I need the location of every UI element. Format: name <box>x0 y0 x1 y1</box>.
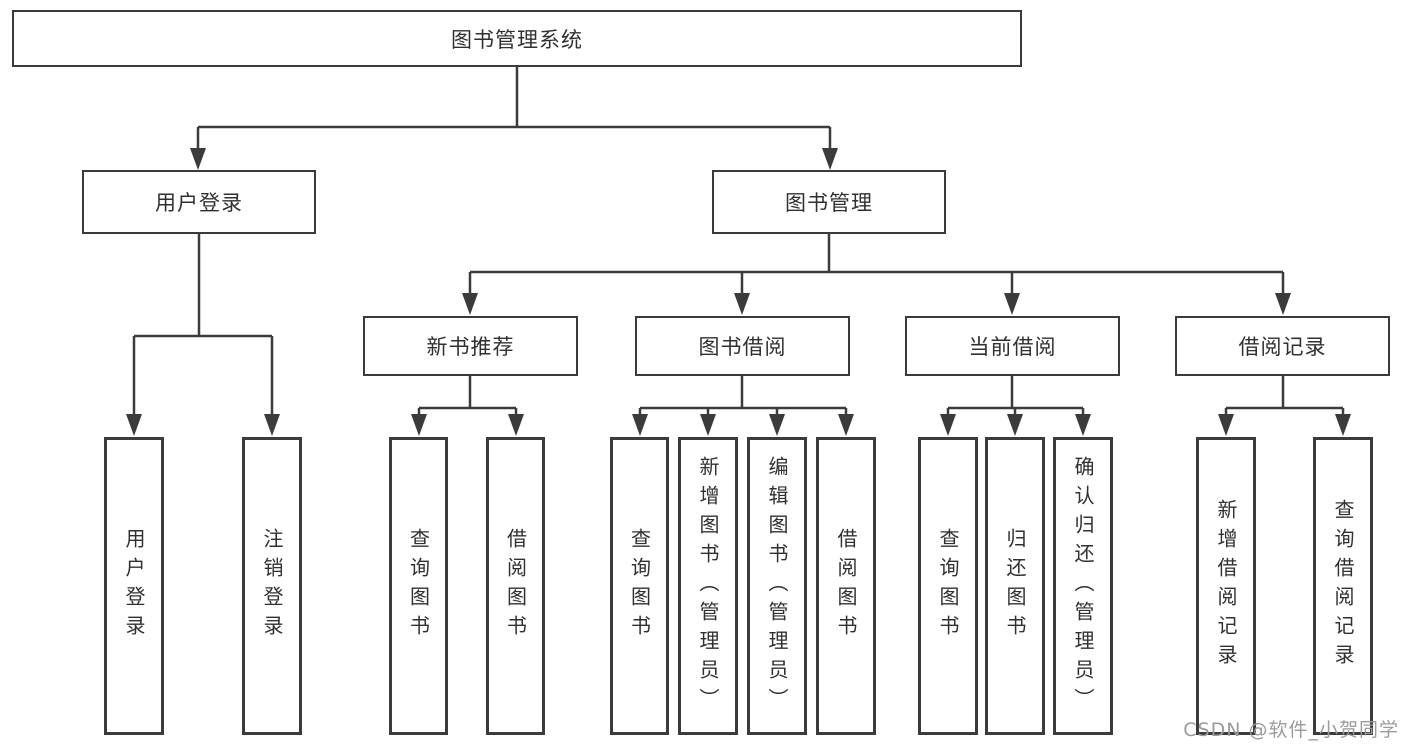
node-library-system: 图书管理系统 <box>12 10 1022 67</box>
leaf-borrow-books-recommend: 借阅图书 <box>486 437 545 735</box>
leaf-user-login: 用户登录 <box>104 437 164 735</box>
leaf-query-books-borrow: 查询图书 <box>610 437 669 735</box>
node-new-book-recommend: 新书推荐 <box>363 316 578 376</box>
leaf-label: 用户登录 <box>122 528 146 644</box>
leaf-label: 查询图书 <box>936 528 960 644</box>
leaf-label: 借阅图书 <box>503 528 528 644</box>
node-label: 用户登录 <box>155 191 243 215</box>
node-book-management: 图书管理 <box>712 170 946 234</box>
leaf-query-books-current: 查询图书 <box>918 437 978 735</box>
leaf-label: 确认归还（管理员） <box>1071 455 1095 717</box>
leaf-add-borrow-record: 新增借阅记录 <box>1196 437 1256 735</box>
node-user-login: 用户登录 <box>82 170 316 234</box>
leaf-label: 新增图书（管理员） <box>696 455 720 717</box>
leaf-borrow-books: 借阅图书 <box>816 437 876 735</box>
node-book-borrow: 图书借阅 <box>635 316 850 376</box>
node-label: 当前借阅 <box>968 335 1057 359</box>
leaf-label: 编辑图书（管理员） <box>765 455 789 717</box>
leaf-label: 借阅图书 <box>834 528 858 644</box>
node-borrow-record: 借阅记录 <box>1175 316 1390 376</box>
leaf-label: 归还图书 <box>1003 528 1027 644</box>
node-label: 图书管理 <box>785 191 873 215</box>
leaf-label: 查询图书 <box>627 528 652 644</box>
node-label: 图书借阅 <box>698 335 787 359</box>
leaf-query-borrow-record: 查询借阅记录 <box>1313 437 1373 735</box>
leaf-edit-books-admin: 编辑图书（管理员） <box>747 437 807 735</box>
leaf-label: 查询借阅记录 <box>1331 499 1355 673</box>
node-label: 新书推荐 <box>426 335 515 359</box>
leaf-return-books: 归还图书 <box>985 437 1045 735</box>
leaf-logout: 注销登录 <box>242 437 302 735</box>
node-label: 图书管理系统 <box>451 27 583 52</box>
leaf-add-books-admin: 新增图书（管理员） <box>678 437 738 735</box>
node-current-borrow: 当前借阅 <box>905 316 1120 376</box>
leaf-confirm-return-admin: 确认归还（管理员） <box>1053 437 1113 735</box>
leaf-label: 新增借阅记录 <box>1214 499 1238 673</box>
leaf-label: 查询图书 <box>406 528 431 644</box>
node-label: 借阅记录 <box>1238 335 1327 359</box>
leaf-query-books-recommend: 查询图书 <box>389 437 448 735</box>
watermark-text: CSDN @软件_小贺同学 <box>1183 719 1399 741</box>
leaf-label: 注销登录 <box>260 528 284 644</box>
